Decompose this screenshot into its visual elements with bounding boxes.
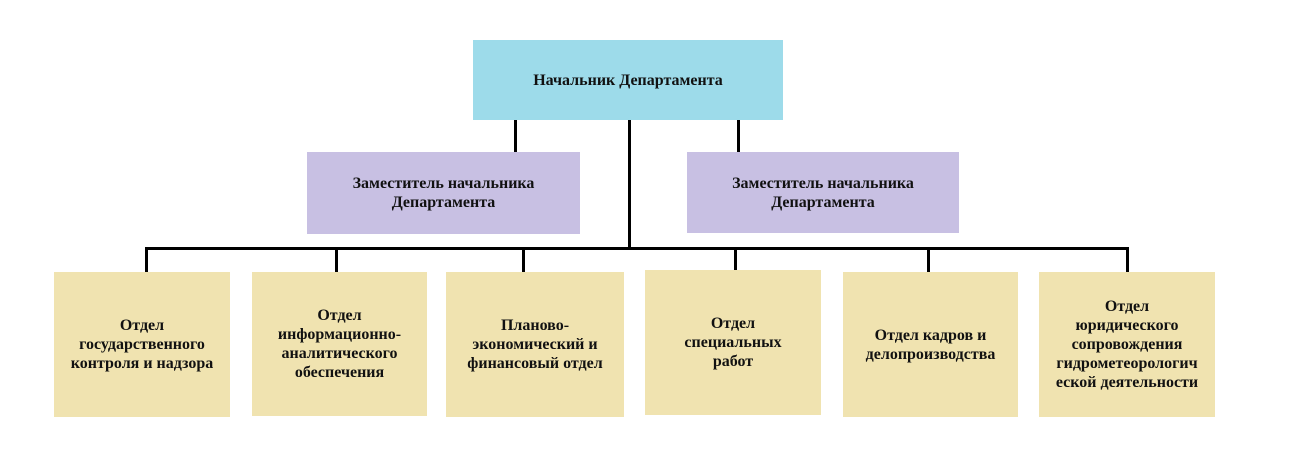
connector-dept-2 [335,247,338,272]
department-box-3: Планово- экономический и финансовый отде… [446,272,624,417]
connector-head-deputy-right [737,120,740,152]
department-label: Планово- экономический и финансовый отде… [467,317,603,372]
connector-dept-5 [927,247,930,272]
connector-horizontal-bus [145,247,1129,250]
connector-head-deputy-left [514,120,517,152]
department-label: Отдел юридического сопровождения гидроме… [1055,298,1199,391]
connector-dept-4 [734,247,737,272]
deputy-label: Заместитель начальника Департамента [732,174,914,211]
deputy-label: Заместитель начальника Департамента [352,175,535,211]
department-label: Отдел государственного контроля и надзор… [70,317,214,372]
connector-dept-3 [522,247,525,272]
deputy-box-right: Заместитель начальника Департамента [687,152,959,233]
head-box: Начальник Департамента [473,40,783,120]
department-box-1: Отдел государственного контроля и надзор… [54,272,230,417]
head-label: Начальник Департамента [533,71,723,89]
department-box-2: Отдел информационно- аналитического обес… [252,272,427,416]
department-label: Отдел информационно- аналитического обес… [277,307,402,381]
connector-head-trunk [628,120,631,249]
department-box-5: Отдел кадров и делопроизводства [843,272,1018,417]
department-box-4: Отдел специальных работ [645,270,821,415]
department-label: Отдел специальных работ [684,315,782,370]
connector-dept-6 [1126,247,1129,272]
deputy-box-left: Заместитель начальника Департамента [307,152,580,234]
department-box-6: Отдел юридического сопровождения гидроме… [1039,272,1215,417]
connector-dept-1 [145,247,148,272]
department-label: Отдел кадров и делопроизводства [865,326,996,363]
